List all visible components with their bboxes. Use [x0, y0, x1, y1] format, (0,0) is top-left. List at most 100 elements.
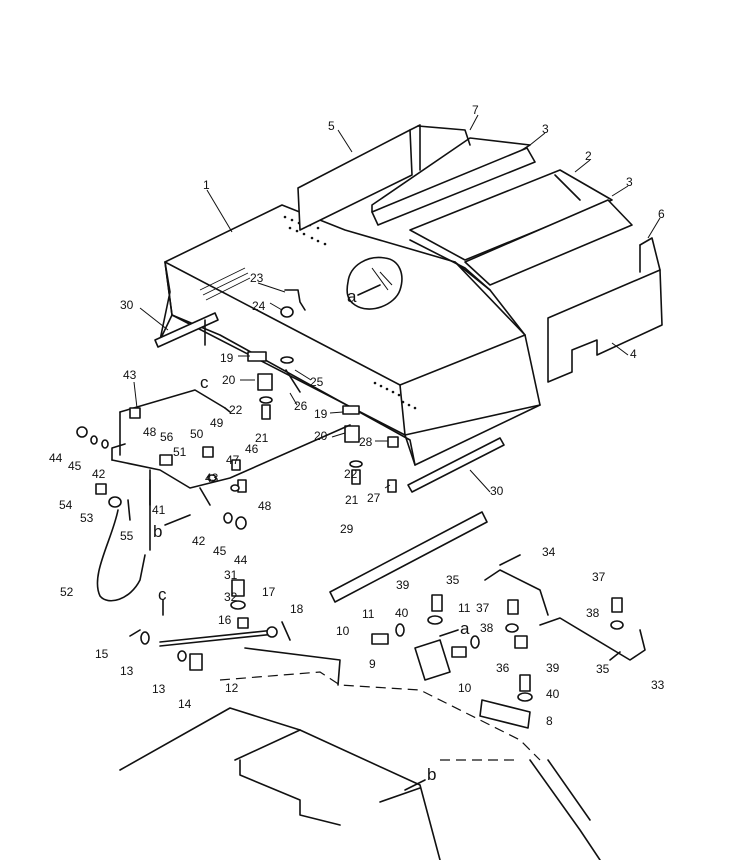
callout-53: 53 [80, 511, 94, 525]
cable-52 [96, 509, 146, 602]
stay-29 [329, 511, 488, 603]
callout-34: 34 [542, 545, 556, 559]
callout-30b: 30 [490, 484, 504, 498]
callout-20b: 20 [314, 429, 328, 443]
hood-opening [346, 256, 403, 310]
callout-7: 7 [472, 103, 479, 117]
callout-40b: 40 [546, 687, 560, 701]
callout-36: 36 [496, 661, 510, 675]
callout-22a: 22 [229, 403, 243, 417]
callout-50: 50 [190, 427, 204, 441]
callout-35a: 35 [446, 573, 460, 587]
callout-13a: 13 [120, 664, 134, 678]
ref-a-2: a [460, 619, 470, 638]
callout-3a: 3 [542, 122, 549, 136]
callout-27: 27 [367, 491, 381, 505]
callout-8: 8 [546, 714, 553, 728]
callout-44b: 44 [234, 553, 248, 567]
callout-20a: 20 [222, 373, 236, 387]
callout-35b: 35 [596, 662, 610, 676]
callout-42b: 42 [192, 534, 206, 548]
callout-3b: 3 [626, 175, 633, 189]
callout-38b: 38 [586, 606, 600, 620]
callout-43a: 43 [123, 368, 137, 382]
callout-32: 32 [224, 590, 238, 604]
callout-45b: 45 [213, 544, 227, 558]
callout-48b: 48 [258, 499, 272, 513]
callout-39b: 39 [546, 661, 560, 675]
callout-42a: 42 [92, 467, 106, 481]
callout-56: 56 [160, 430, 174, 444]
callout-18: 18 [290, 602, 304, 616]
callout-26: 26 [294, 399, 308, 413]
callout-14: 14 [178, 697, 192, 711]
callout-46: 46 [245, 442, 259, 456]
base-frame [119, 671, 601, 860]
callout-54: 54 [59, 498, 73, 512]
leader-lines [133, 114, 661, 493]
ref-a-1: a [347, 287, 357, 306]
callout-5: 5 [328, 119, 335, 133]
callout-51: 51 [173, 445, 187, 459]
callout-31: 31 [224, 568, 238, 582]
ref-b-2: b [427, 765, 436, 784]
callout-12: 12 [225, 681, 239, 695]
ref-c-2: c [158, 585, 167, 604]
callout-2: 2 [585, 149, 592, 163]
callout-47: 47 [226, 453, 240, 467]
callout-21b: 21 [345, 493, 359, 507]
callout-38a: 38 [480, 621, 494, 635]
callout-15: 15 [95, 647, 109, 661]
callout-11a: 11 [362, 607, 375, 621]
rail-30-left [154, 312, 219, 348]
callout-1: 1 [203, 178, 210, 192]
callout-29: 29 [340, 522, 354, 536]
ref-b-arrow-2 [404, 779, 426, 791]
callout-17: 17 [262, 585, 276, 599]
ref-b-1: b [153, 522, 162, 541]
right-hardware [371, 554, 646, 729]
side-panel-left [297, 129, 413, 231]
hood-cover [159, 204, 541, 466]
callout-10a: 10 [336, 624, 350, 638]
callout-6: 6 [658, 207, 665, 221]
lever-bracket-assembly [76, 389, 351, 530]
callout-44a: 44 [49, 451, 63, 465]
callout-19a: 19 [220, 351, 234, 365]
side-panel-right [547, 269, 663, 383]
callout-23: 23 [250, 271, 264, 285]
callout-41: 41 [152, 503, 166, 517]
lower-rod-assembly [129, 579, 341, 686]
rail-30-right [407, 437, 505, 493]
top-panels [371, 137, 633, 291]
callout-24: 24 [252, 299, 266, 313]
callout-40a: 40 [395, 606, 409, 620]
callout-25: 25 [310, 375, 324, 389]
callout-48a: 48 [143, 425, 157, 439]
hood-hardware [204, 289, 399, 493]
ref-a-arrow [439, 629, 459, 637]
callout-13b: 13 [152, 682, 166, 696]
callout-9: 9 [369, 657, 376, 671]
ref-c-1: c [200, 373, 209, 392]
callout-19b: 19 [314, 407, 328, 421]
callout-49: 49 [210, 416, 224, 430]
bracket-7 [417, 125, 471, 146]
callout-21a: 21 [255, 431, 269, 445]
callout-43b: 43 [205, 471, 219, 485]
ref-b-arrow-1 [164, 514, 191, 526]
callout-16: 16 [218, 613, 232, 627]
callout-55: 55 [120, 529, 134, 543]
callout-4: 4 [630, 347, 637, 361]
callout-11b: 11 [458, 601, 471, 615]
callout-45a: 45 [68, 459, 82, 473]
callout-37a: 37 [476, 601, 490, 615]
callout-37b: 37 [592, 570, 606, 584]
callout-10b: 10 [458, 681, 472, 695]
callout-30a: 30 [120, 298, 134, 312]
callout-39a: 39 [396, 578, 410, 592]
callout-33: 33 [651, 678, 665, 692]
